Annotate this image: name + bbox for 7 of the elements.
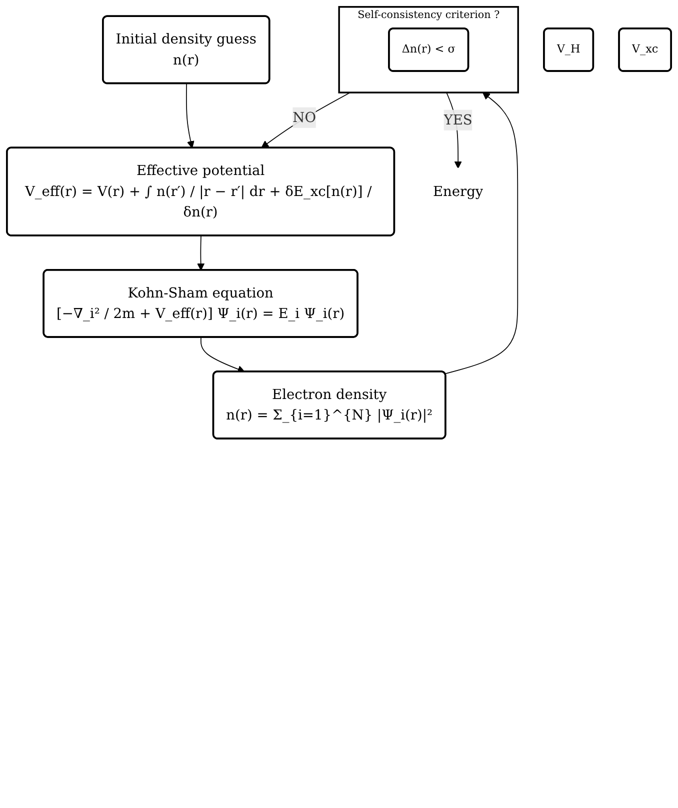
edge-label: NO [292,109,316,126]
arrow [186,83,194,148]
edge-label: YES [444,111,472,128]
arrow [200,336,245,373]
arrow [197,235,205,271]
arrow [261,92,351,148]
node-text: Energy [432,182,484,200]
